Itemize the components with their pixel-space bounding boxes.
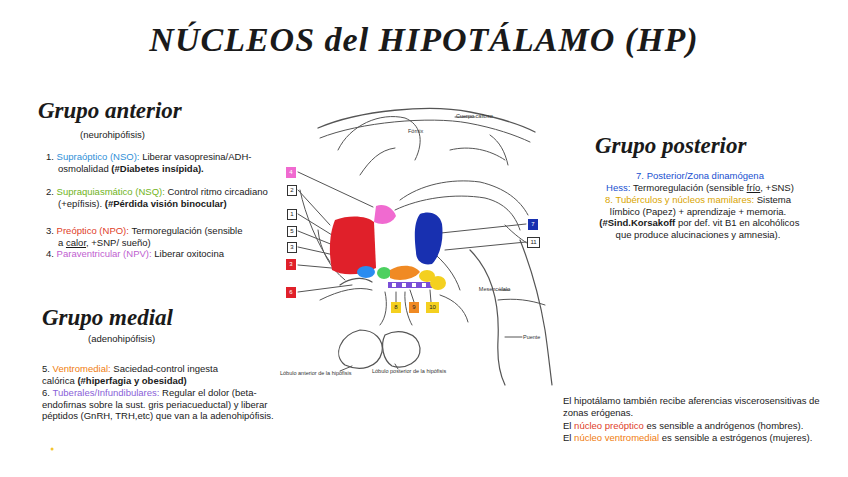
text-run: El (563, 432, 571, 443)
text-run: (adenohipófisis) (88, 333, 155, 344)
text-block: (adenohipófisis) (88, 333, 238, 345)
text-block: 1.Supraóptico (NSO):Liberar vasopresina/… (46, 151, 273, 174)
text-run: 8. (605, 194, 613, 205)
text-run: (#hiperfagia y obesidad) (77, 375, 186, 386)
text-block: 2.Supraquiasmático (NSQ):Control ritmo c… (46, 186, 273, 209)
text-run: Puente (523, 334, 540, 340)
text-block: 7.Posterior/Zona dinamógena Hess:Termore… (595, 170, 805, 193)
text-run: Cuerpo calloso (456, 113, 493, 119)
text-block: Elnúcleo ventromediales sensible a estró… (563, 432, 838, 444)
text-run: Paraventricular (NPV): (57, 248, 152, 259)
callout-box: 9 (409, 302, 419, 313)
callout-number: 11 (530, 239, 536, 245)
callout-number: 10 (429, 304, 436, 310)
text-run: Grupo posterior (595, 133, 746, 158)
text-run: 6. (42, 387, 50, 398)
text-run: es sensible a andrógenos (hombres). (646, 420, 803, 431)
text-run: (#Sind.Korsakoff (599, 217, 675, 228)
callout-box: 6 (286, 287, 296, 298)
text-run: Grupo medial (42, 305, 173, 330)
page-title: NÚCLEOS del HIPOTÁLAMO (HP) (0, 20, 848, 60)
text-block: Elnúcleo preópticoes sensible a andrógen… (563, 420, 838, 432)
callout-number: 5 (290, 228, 293, 234)
text-run: núcleo ventromedial (574, 432, 659, 443)
text-block: Puente (523, 334, 563, 341)
text-block: Cuerpo calloso (456, 113, 516, 120)
text-run: 2. (46, 186, 54, 197)
text-run: Tuberales/Infundibulares: (53, 387, 160, 398)
text-run: 4. (46, 248, 54, 259)
text-block: El hipotálamo también recibe aferencias … (563, 395, 838, 418)
text-run: calor (66, 237, 86, 248)
callout-number: 7 (531, 221, 534, 227)
text-block: Mesencéfalo (470, 286, 510, 293)
text-run: 7. (636, 170, 644, 181)
text-block: Fórnix (408, 128, 448, 135)
text-run: Lóbulo anterior de la hipófisis (280, 370, 352, 376)
text-run: (#Pérdida visión binocular) (105, 198, 227, 209)
callout-number: 8 (394, 304, 397, 310)
callout-box: 3 (287, 242, 297, 253)
text-run: Liberar oxitocina (154, 248, 224, 259)
callout-box: 1 (287, 209, 297, 220)
group-heading: Grupo anterior (38, 98, 238, 124)
callout-box: 3 (286, 259, 296, 270)
text-run: Grupo anterior (38, 98, 182, 123)
callout-box: 8 (391, 302, 401, 313)
text-run: Lóbulo posterior de la hipófisis (372, 368, 446, 374)
callout-box: 7 (528, 219, 538, 230)
text-run: es sensible a estrógenos (mujeres). (662, 432, 813, 443)
text-run: Ventromedial: (53, 363, 111, 374)
callout-box: 11 (527, 237, 540, 248)
callout-box: 2 (287, 185, 297, 196)
text-block: Lóbulo posterior de la hipófisis (372, 368, 472, 375)
text-block: Lóbulo anterior de la hipófisis (280, 370, 380, 377)
text-block: 4.Paraventricular (NPV):Liberar oxitocin… (46, 248, 273, 260)
text-block: 3.Preóptico (NPO):Termoregulación (sensi… (46, 225, 273, 248)
text-run: Mesencéfalo (479, 286, 510, 292)
text-run: , +SNS) (760, 182, 794, 193)
callout-number: 9 (412, 304, 415, 310)
callout-box: 10 (426, 302, 439, 313)
text-run: 1. (46, 151, 54, 162)
callout-number: 3 (289, 261, 292, 267)
text-block: 8.Tubérculos y núcleos mamilares:Sistema… (592, 194, 804, 240)
callout-box: 4 (286, 167, 296, 178)
text-run: Supraóptico (NSO): (57, 151, 140, 162)
text-run: Tubérculos y núcleos mamilares: (616, 194, 755, 205)
group-heading: Grupo posterior (595, 133, 795, 159)
callout-number: 3 (290, 244, 293, 250)
text-block: 5.Ventromedial:Saciedad-control ingesta … (42, 363, 277, 386)
text-run: Preóptico (NPO): (57, 225, 129, 236)
text-block: (neurohipófisis) (80, 129, 230, 141)
text-run: frío (747, 182, 761, 193)
text-run: 5. (42, 363, 50, 374)
callout-number: 2 (290, 187, 293, 193)
group-heading: Grupo medial (42, 305, 242, 331)
text-run: Supraquiasmático (NSQ): (57, 186, 165, 197)
text-run: Termoregulación (sensible (633, 182, 744, 193)
text-run: (neurohipófisis) (80, 129, 145, 140)
callout-number: 1 (290, 211, 293, 217)
text-run: El (563, 420, 571, 431)
callout-number: 6 (289, 289, 292, 295)
text-run: Fórnix (408, 128, 423, 134)
title-text: NÚCLEOS del HIPOTÁLAMO (HP) (149, 21, 698, 58)
text-block: 6.Tuberales/Infundibulares:Regular el do… (42, 387, 277, 422)
text-run: 3. (46, 225, 54, 236)
text-run: (#Diabetes insípida). (111, 163, 203, 174)
text-run: , +SNP/ sueño) (86, 237, 151, 248)
text-run: El hipotálamo también recibe aferencias … (563, 395, 820, 418)
callout-box: 5 (287, 226, 297, 237)
text-run: núcleo preóptico (574, 420, 644, 431)
callout-number: 4 (289, 169, 292, 175)
